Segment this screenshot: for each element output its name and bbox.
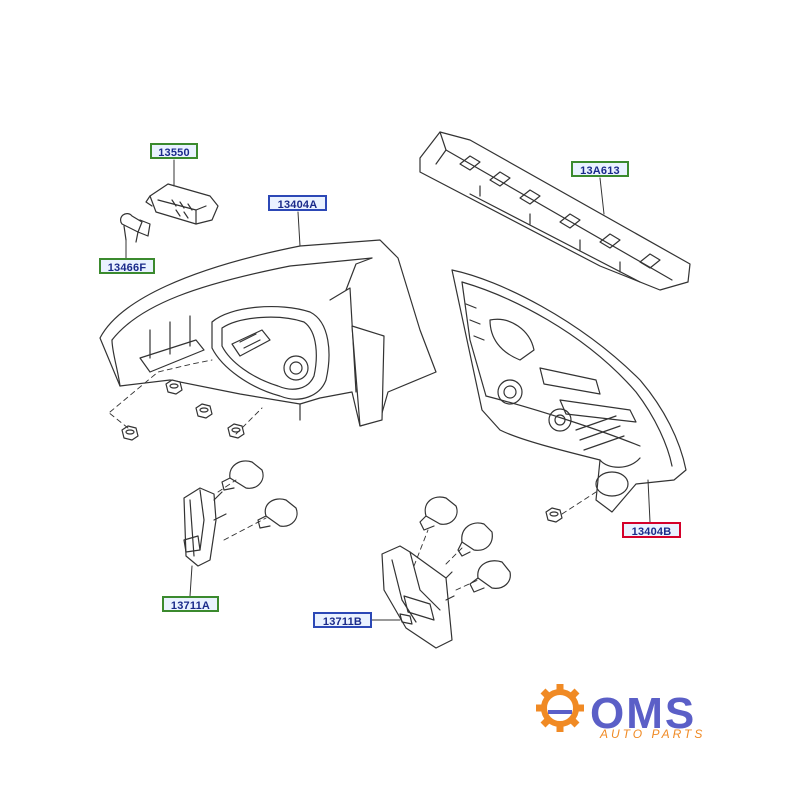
nut-5 — [545, 507, 563, 523]
gear-icon — [536, 684, 584, 732]
nut-2 — [195, 403, 213, 419]
bulb-a2 — [257, 498, 298, 529]
module-13550 — [145, 183, 219, 225]
nut-1 — [165, 379, 183, 395]
nut-3 — [227, 423, 245, 439]
nut-4 — [121, 425, 139, 441]
callout-13A613[interactable]: 13A613 — [571, 161, 629, 177]
logo-name: OMS — [590, 689, 696, 738]
lamp-13A613 — [419, 131, 691, 291]
lamp-13404A — [99, 239, 437, 427]
oms-logo: OMS AUTO PARTS — [536, 684, 705, 741]
bulb-b1 — [419, 496, 458, 531]
bulb-b2 — [457, 522, 493, 557]
logo-tagline: AUTO PARTS — [599, 727, 705, 741]
callout-13550[interactable]: 13550 — [150, 143, 198, 159]
holder-13711A — [183, 487, 227, 567]
lamp-13404B — [451, 269, 687, 513]
callout-13711A[interactable]: 13711A — [162, 596, 219, 612]
bulb-a1 — [221, 460, 264, 491]
holder-13711B — [381, 545, 455, 649]
callout-13404B[interactable]: 13404B — [622, 522, 681, 538]
callout-13711B[interactable]: 13711B — [313, 612, 372, 628]
callout-13466F[interactable]: 13466F — [99, 258, 155, 274]
bulb-13466F — [120, 213, 151, 243]
bulb-b3 — [469, 560, 511, 593]
leader-lines — [125, 159, 651, 621]
assembly-lines — [107, 359, 597, 591]
callout-13404A[interactable]: 13404A — [268, 195, 327, 211]
